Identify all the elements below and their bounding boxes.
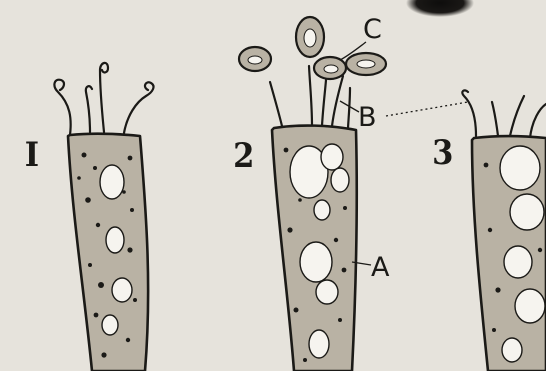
cell-2 [239,17,386,371]
cell-1 [54,63,153,371]
cell-3 [462,90,546,371]
cell-label-2: 2 [233,139,254,173]
ink-smudge [406,0,474,17]
cell-label-1: I [25,138,39,172]
cell-3-processes [462,90,546,138]
part-label-b: B [358,104,377,131]
leader-b-dotted [386,102,468,116]
part-label-c: C [363,16,382,43]
part-label-a: A [371,254,389,281]
cell-label-3: 3 [432,136,453,170]
cell-1-processes [54,63,153,135]
